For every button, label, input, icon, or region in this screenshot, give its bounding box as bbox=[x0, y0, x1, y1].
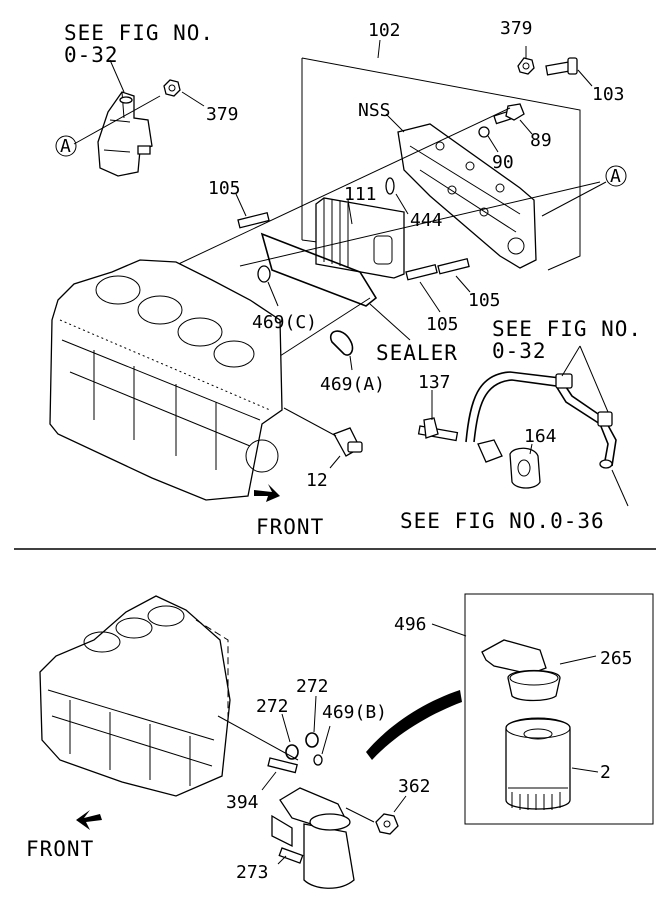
callout-137: 137 bbox=[418, 372, 451, 393]
oil-filter-2 bbox=[505, 717, 571, 810]
stud-394 bbox=[267, 757, 298, 774]
bolt-273 bbox=[278, 847, 304, 864]
ref-circle-a-left bbox=[55, 135, 77, 157]
bolt-103 bbox=[545, 57, 578, 76]
filter-kit-box bbox=[464, 593, 654, 825]
callout-469c: 469(C) bbox=[252, 312, 317, 333]
sealer-gasket bbox=[260, 232, 378, 307]
label-front-top: FRONT bbox=[256, 515, 324, 539]
bolt-137 bbox=[417, 417, 459, 442]
bolt-89 bbox=[493, 103, 525, 125]
leader-block-to-filter bbox=[217, 715, 299, 761]
callout-nss: NSS bbox=[358, 100, 391, 121]
front-arrow-top bbox=[254, 484, 280, 502]
note-see-fig-0-36: SEE FIG NO.0-36 bbox=[400, 509, 605, 533]
washer-379 bbox=[517, 57, 535, 75]
o-ring-469c bbox=[257, 265, 271, 283]
note-see-fig-top-number: 0-32 bbox=[64, 43, 119, 67]
note-see-fig-top: SEE FIG NO. bbox=[64, 21, 214, 45]
gasket-164 bbox=[509, 447, 541, 489]
o-ring-444 bbox=[385, 177, 395, 195]
drain-plug-12 bbox=[333, 427, 363, 457]
callout-111: 111 bbox=[344, 184, 377, 205]
oil-cooler-cover bbox=[397, 123, 537, 269]
callout-105-left: 105 bbox=[208, 178, 241, 199]
callout-89: 89 bbox=[530, 130, 552, 151]
filter-head-265 bbox=[481, 639, 561, 702]
washer-90 bbox=[478, 126, 490, 138]
stud-105-left bbox=[237, 211, 270, 229]
o-ring-469b bbox=[313, 754, 323, 766]
note-see-fig-right: SEE FIG NO. bbox=[492, 317, 642, 341]
label-sealer: SEALER bbox=[376, 341, 458, 365]
callout-12: 12 bbox=[306, 470, 328, 491]
oil-filter-assembly bbox=[271, 787, 355, 889]
note-see-fig-right-number: 0-32 bbox=[492, 339, 547, 363]
callout-273: 273 bbox=[236, 862, 269, 883]
o-ring-272-left bbox=[285, 744, 299, 760]
callout-105-mid: 105 bbox=[426, 314, 459, 335]
callout-272-right: 272 bbox=[296, 676, 329, 697]
callout-379-washer: 379 bbox=[500, 18, 533, 39]
callout-469a: 469(A) bbox=[320, 374, 385, 395]
callout-90: 90 bbox=[492, 152, 514, 173]
ref-label-a-right: A bbox=[610, 166, 621, 187]
callout-379-nut: 379 bbox=[206, 104, 239, 125]
callout-394: 394 bbox=[226, 792, 259, 813]
front-arrow-bottom bbox=[76, 810, 102, 830]
leader-see-fig-top bbox=[109, 59, 125, 93]
callout-102: 102 bbox=[368, 20, 401, 41]
o-ring-272-right bbox=[305, 732, 319, 748]
thermostat-housing bbox=[97, 91, 153, 177]
callout-103: 103 bbox=[592, 84, 625, 105]
callout-265: 265 bbox=[600, 648, 633, 669]
callout-362: 362 bbox=[398, 776, 431, 797]
stud-105-mid bbox=[405, 263, 438, 281]
o-ring-469a bbox=[329, 330, 354, 356]
nut-379-small bbox=[163, 79, 181, 97]
callout-2: 2 bbox=[600, 762, 611, 783]
label-front-bottom: FRONT bbox=[26, 837, 94, 861]
swoosh-pointer bbox=[366, 690, 462, 760]
leader-102 bbox=[301, 39, 581, 271]
callout-272-left: 272 bbox=[256, 696, 289, 717]
oil-pipe bbox=[465, 371, 617, 469]
callout-444: 444 bbox=[410, 210, 443, 231]
callout-496: 496 bbox=[394, 614, 427, 635]
nut-362 bbox=[375, 813, 399, 835]
callout-105-right: 105 bbox=[468, 290, 501, 311]
ref-label-a-left: A bbox=[60, 136, 71, 157]
ref-circle-a-right bbox=[605, 165, 627, 187]
stud-105-right bbox=[437, 257, 470, 275]
callout-469b: 469(B) bbox=[322, 702, 387, 723]
engine-block-bottom bbox=[39, 595, 231, 797]
callout-164: 164 bbox=[524, 426, 557, 447]
engine-block-top bbox=[49, 259, 283, 501]
